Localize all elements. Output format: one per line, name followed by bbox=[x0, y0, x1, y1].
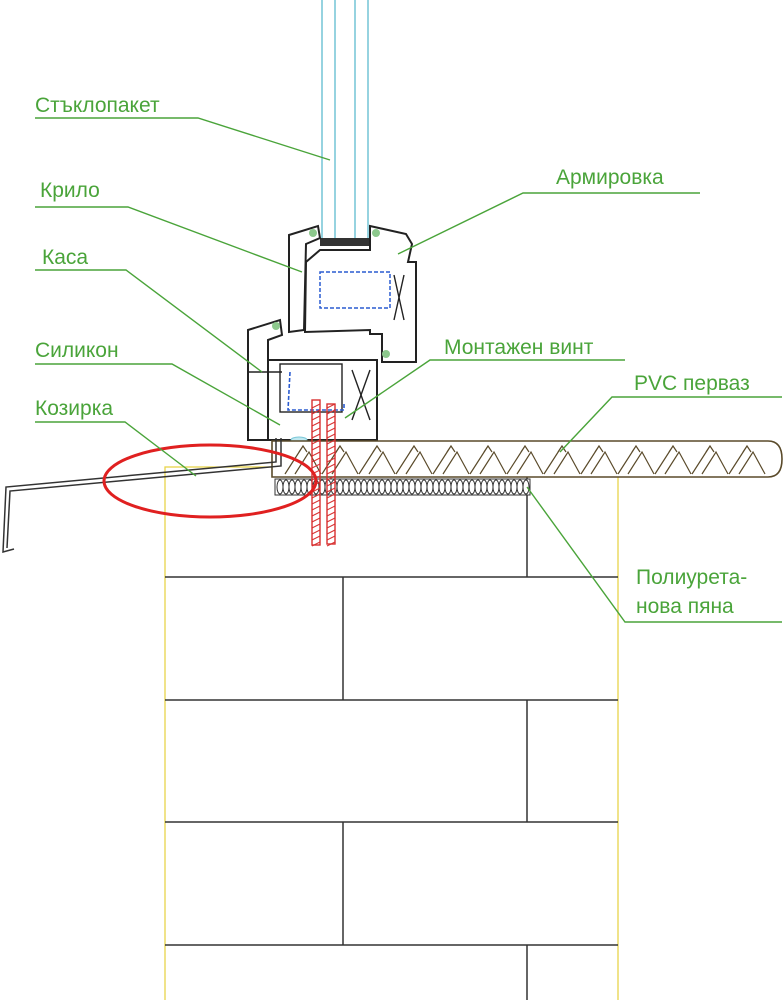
label-drip-cap: Козирка bbox=[35, 397, 113, 420]
mounting-screw bbox=[311, 399, 336, 547]
highlight-ellipse bbox=[102, 443, 318, 519]
glass-unit bbox=[320, 0, 370, 246]
label-mounting-screw: Монтажен винт bbox=[444, 336, 594, 359]
drip-cap bbox=[2, 438, 282, 553]
leader-lines bbox=[35, 117, 782, 623]
polyurethane-foam bbox=[274, 478, 531, 496]
label-pvc-sill: PVC перваз bbox=[634, 372, 750, 395]
label-foam-line1: Полиурета- bbox=[636, 566, 747, 589]
label-foam-line2: нова пяна bbox=[636, 595, 734, 618]
label-frame: Каса bbox=[42, 246, 88, 269]
label-reinforcement: Армировка bbox=[556, 166, 664, 189]
pvc-sill bbox=[271, 440, 783, 478]
label-silicone: Силикон bbox=[35, 339, 119, 362]
sash-profile bbox=[288, 224, 417, 363]
brick-wall bbox=[164, 466, 619, 1000]
wall-outline bbox=[164, 466, 619, 1000]
label-glass-unit: Стъклопакет bbox=[35, 94, 160, 117]
label-sash: Крило bbox=[40, 179, 100, 202]
frame-profile bbox=[247, 318, 378, 441]
